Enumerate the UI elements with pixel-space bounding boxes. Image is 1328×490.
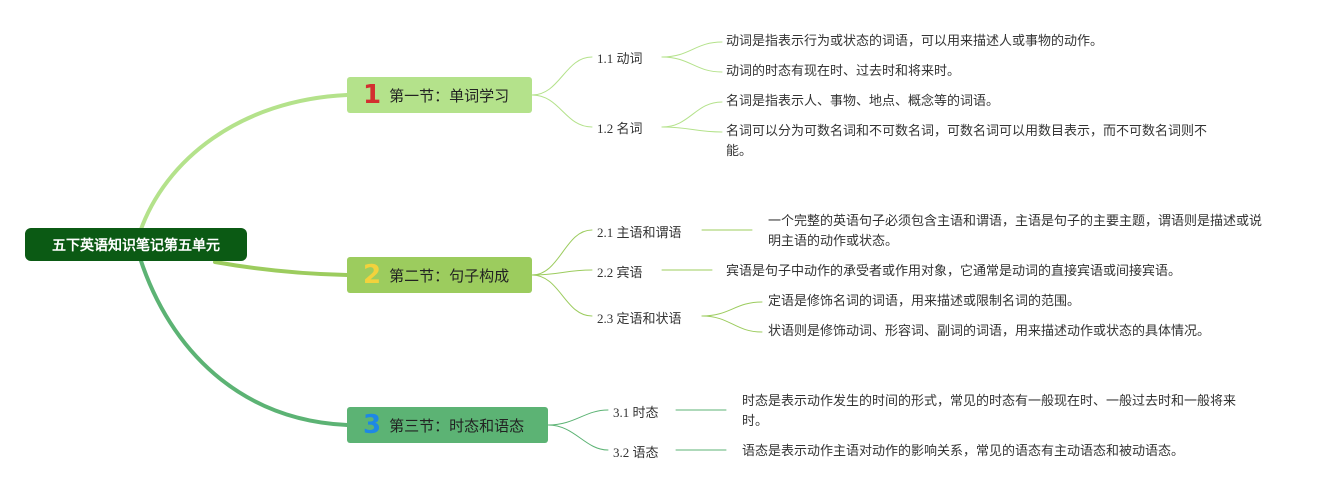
section-3-label: 第三节：时态和语态: [389, 416, 525, 435]
link-s1-sub2: [531, 94, 593, 128]
link-s3-sub1: [547, 409, 609, 426]
link-s23-note-b: [701, 315, 763, 333]
subtopic-1-2[interactable]: 1.2 名词: [597, 121, 643, 136]
link-s11-note-b: [661, 56, 723, 73]
section-1-topic[interactable]: 1 第一节：单词学习: [347, 77, 532, 113]
subtopic-2-2[interactable]: 2.2 宾语: [597, 265, 643, 280]
note-1-1-a[interactable]: 动词是指表示行为或状态的词语，可以用来描述人或事物的动作。: [726, 34, 1104, 49]
section-1-label: 第一节：单词学习: [389, 86, 510, 105]
section-2-topic[interactable]: 2 第二节：句子构成: [347, 257, 532, 293]
root-topic[interactable]: 五下英语知识笔记第五单元: [25, 228, 247, 261]
link-s12-note-a: [661, 101, 723, 128]
note-3-2-a[interactable]: 语态是表示动作主语对动作的影响关系，常见的语态有主动语态和被动语态。: [742, 444, 1185, 459]
note-1-2-b[interactable]: 名词可以分为可数名词和不可数名词，可数名词可以用数目表示，而不可数名词则不能。: [726, 124, 1208, 159]
section-3-topic[interactable]: 3 第三节：时态和语态: [347, 407, 548, 443]
link-root-section-3: [138, 256, 349, 427]
section-2-label: 第二节：句子构成: [389, 266, 510, 285]
note-1-1-b[interactable]: 动词的时态有现在时、过去时和将来时。: [726, 64, 961, 79]
subtopic-2-1[interactable]: 2.1 主语和谓语: [597, 225, 682, 240]
note-3-1-a[interactable]: 时态是表示动作发生的时间的形式，常见的时态有一般现在时、一般过去时和一般将来时。: [742, 394, 1237, 429]
link-root-section-2: [213, 260, 349, 277]
link-s2-sub3: [531, 274, 593, 317]
link-root-section-1: [138, 93, 349, 234]
note-2-1-a[interactable]: 一个完整的英语句子必须包含主语和谓语，主语是句子的主要主题，谓语则是描述或说明主…: [768, 214, 1263, 249]
note-2-3-a[interactable]: 定语是修饰名词的词语，用来描述或限制名词的范围。: [768, 294, 1081, 309]
section-3-number: 3: [363, 410, 382, 440]
link-s23-note-a: [701, 301, 763, 317]
link-s11-note-a: [661, 41, 723, 58]
link-s12-note-b: [661, 126, 723, 133]
subtopic-3-2[interactable]: 3.2 语态: [613, 445, 659, 460]
section-1-number: 1: [363, 80, 382, 110]
link-s3-sub2: [547, 424, 609, 451]
subtopic-2-3[interactable]: 2.3 定语和状语: [597, 311, 682, 326]
note-2-3-b[interactable]: 状语则是修饰动词、形容词、副词的词语，用来描述动作或状态的具体情况。: [768, 324, 1211, 339]
link-s1-sub1: [531, 56, 593, 96]
subtopic-1-1[interactable]: 1.1 动词: [597, 51, 643, 66]
note-1-2-a[interactable]: 名词是指表示人、事物、地点、概念等的词语。: [726, 94, 1000, 109]
root-topic-label: 五下英语知识笔记第五单元: [52, 237, 220, 254]
link-s2-sub1: [531, 229, 593, 276]
link-s2-sub2: [531, 269, 593, 276]
section-2-number: 2: [363, 260, 382, 290]
subtopic-3-1[interactable]: 3.1 时态: [613, 405, 659, 420]
note-2-2-a[interactable]: 宾语是句子中动作的承受者或作用对象，它通常是动词的直接宾语或间接宾语。: [726, 264, 1182, 279]
